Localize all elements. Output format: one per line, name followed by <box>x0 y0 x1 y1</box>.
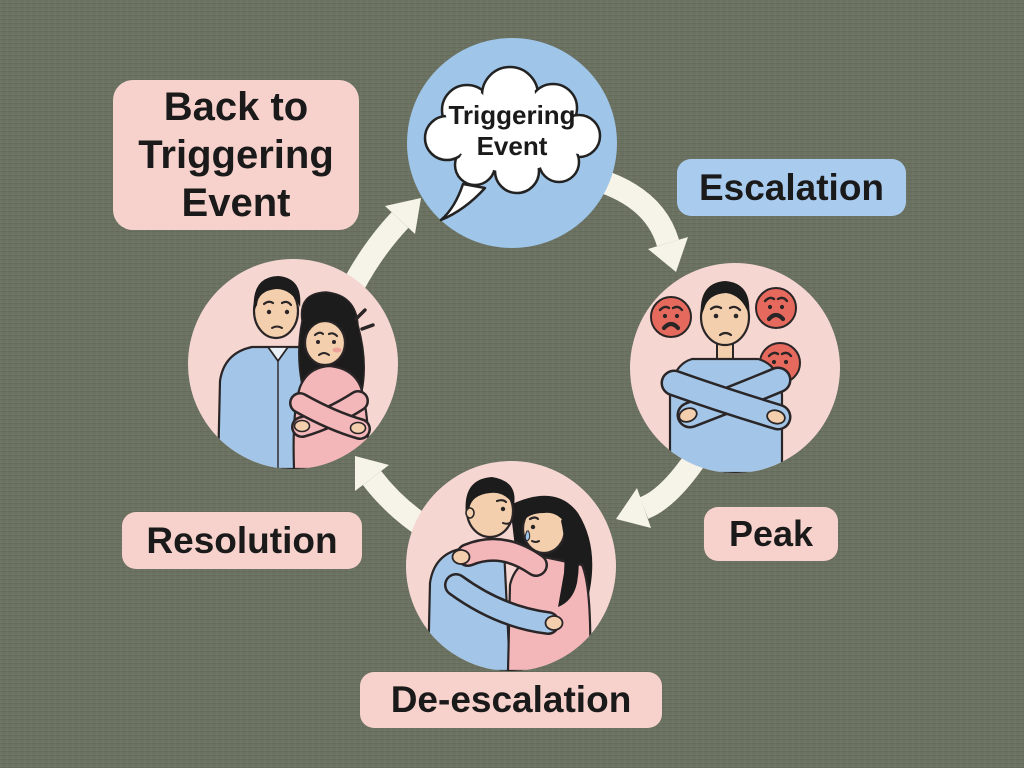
node-triggering-event <box>407 38 617 248</box>
angry-face-emoji <box>650 296 692 338</box>
label-de-escalation: De-escalation <box>360 672 662 728</box>
label-peak: Peak <box>704 507 838 561</box>
node-de-escalation-illustration <box>406 461 616 671</box>
comforting-couple-illustration <box>188 259 398 469</box>
hugging-couple-illustration <box>406 461 616 671</box>
label-back-to-triggering-event: Back to Triggering Event <box>113 80 359 230</box>
node-escalation-illustration <box>630 263 840 473</box>
triggering-event-bubble-text: Triggering Event <box>448 100 576 162</box>
angry-man-illustration <box>630 263 840 473</box>
label-escalation: Escalation <box>677 159 906 216</box>
node-resolution-illustration <box>188 259 398 469</box>
label-resolution: Resolution <box>122 512 362 569</box>
thought-bubble-icon <box>407 38 617 248</box>
distress-marks-icon <box>354 308 375 331</box>
angry-face-emoji <box>755 287 797 329</box>
